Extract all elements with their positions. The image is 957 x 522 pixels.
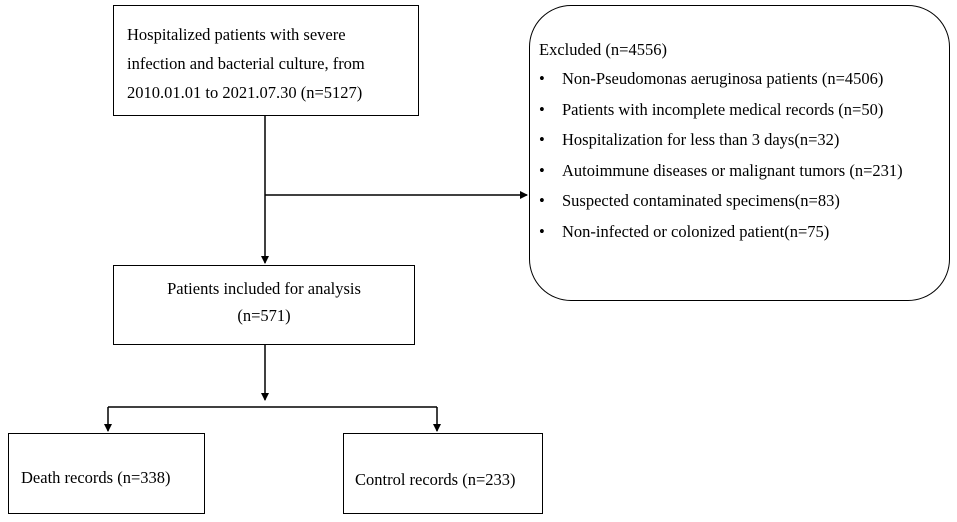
bullet-icon: •	[539, 221, 545, 241]
analysis-label: Patients included for analysis	[167, 279, 361, 298]
control-records-label: Control records (n=233)	[355, 470, 516, 489]
excluded-title: Excluded (n=4556)	[539, 40, 667, 59]
excluded-item: • Autoimmune diseases or malignant tumors…	[539, 156, 949, 187]
bullet-icon: •	[539, 191, 545, 211]
bullet-icon: •	[539, 130, 545, 150]
excluded-item: • Non-infected or colonized patient(n=75)	[539, 217, 949, 248]
bullet-icon: •	[539, 160, 545, 180]
hospitalized-patients-box: Hospitalized patients with severe infect…	[113, 5, 419, 116]
excluded-item: • Suspected contaminated specimens(n=83)	[539, 186, 949, 217]
analysis-count: (n=571)	[237, 306, 291, 325]
excluded-item: • Non-Pseudomonas aeruginosa patients (n=…	[539, 64, 949, 95]
death-records-box: Death records (n=338)	[8, 433, 205, 514]
hospitalized-line-3: 2010.01.01 to 2021.07.30 (n=5127)	[127, 83, 363, 102]
excluded-item-label: Hospitalization for less than 3 days(n=3…	[562, 130, 840, 150]
excluded-item-label: Non-infected or colonized patient(n=75)	[562, 221, 830, 241]
death-records-label: Death records (n=338)	[21, 468, 171, 487]
excluded-box: Excluded (n=4556) • Non-Pseudomonas aerug…	[529, 5, 950, 301]
included-analysis-box: Patients included for analysis (n=571)	[113, 265, 415, 345]
control-records-box: Control records (n=233)	[343, 433, 543, 514]
excluded-item-label: Non-Pseudomonas aeruginosa patients (n=4…	[562, 69, 884, 88]
hospitalized-line-2: infection and bacterial culture, from	[127, 54, 365, 73]
hospitalized-line-1: Hospitalized patients with severe	[127, 25, 346, 44]
bullet-icon: •	[539, 69, 545, 88]
bullet-icon: •	[539, 99, 545, 119]
excluded-item-label: Autoimmune diseases or malignant tumors …	[562, 160, 903, 180]
excluded-list: • Non-Pseudomonas aeruginosa patients (n=…	[539, 64, 949, 248]
excluded-item: • Patients with incomplete medical record…	[539, 95, 949, 126]
excluded-item-label: Suspected contaminated specimens(n=83)	[562, 191, 840, 211]
excluded-item-label: Patients with incomplete medical records…	[562, 99, 884, 119]
excluded-item: • Hospitalization for less than 3 days(n=…	[539, 125, 949, 156]
